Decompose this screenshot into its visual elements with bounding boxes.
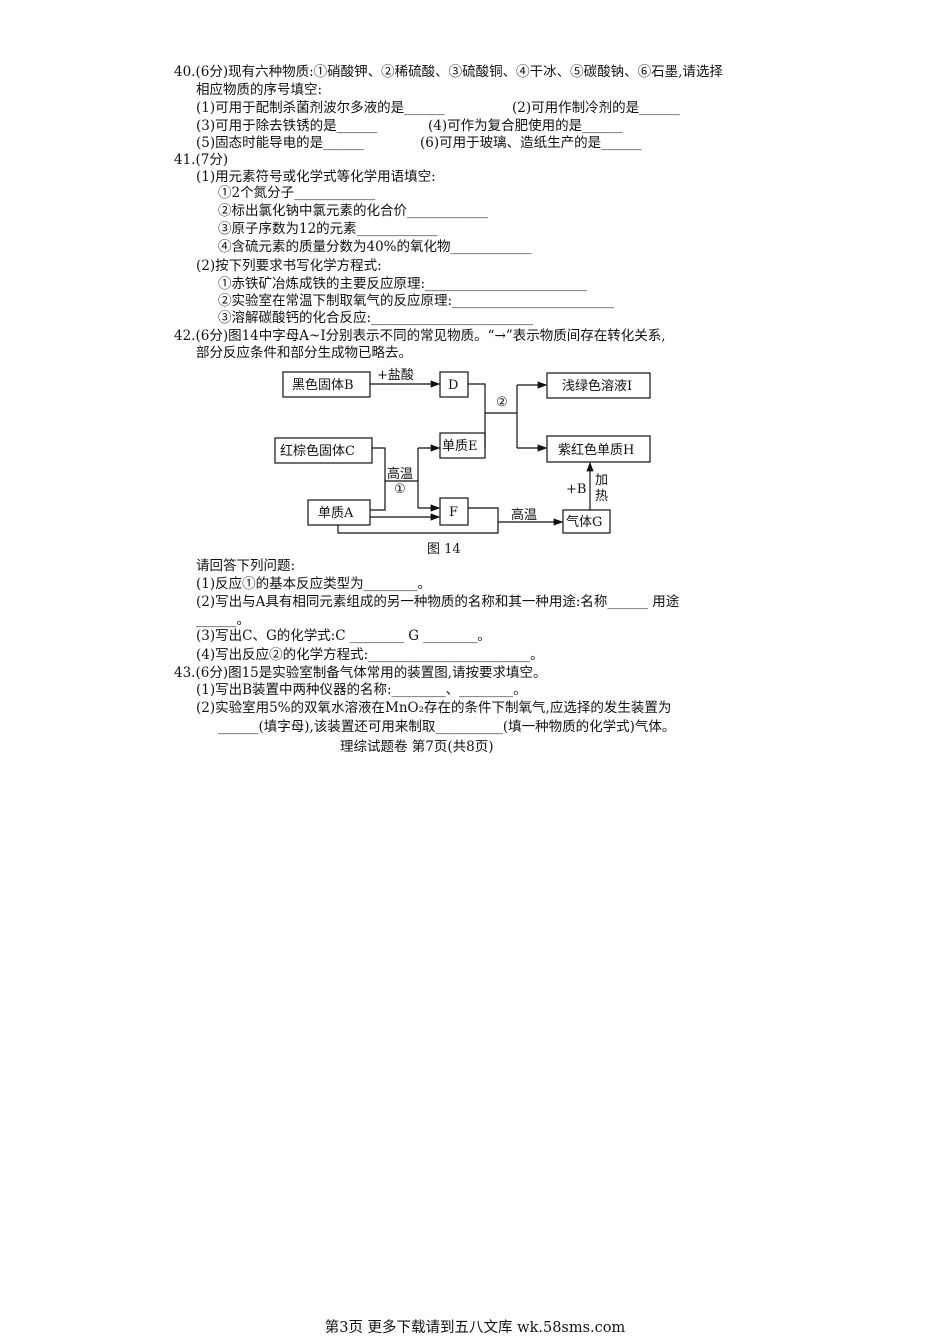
label-h: 紫红色单质H [558, 442, 634, 458]
q41-a1: ①2个氮分子____________ [218, 185, 376, 201]
figure-14-diagram: 黑色固体B D 浅绿色溶液I 红棕色固体C 单质E 紫红色单质H 单质A F 气… [274, 368, 651, 557]
q42-s4: (4)写出反应②的化学方程式:________________________。 [196, 647, 544, 663]
q41-b3: ③溶解碳酸钙的化合反应:________________________ [218, 310, 534, 326]
q42-s3: (3)写出C、G的化学式:C ________ G ________。 [196, 628, 491, 644]
label-g: 气体G [566, 514, 602, 530]
label-f: F [449, 505, 458, 520]
q42-ask: 请回答下列问题: [196, 558, 296, 574]
label-e: 单质E [442, 439, 478, 454]
q42-title2: 部分反应条件和部分生成物已略去。 [196, 345, 412, 361]
q41-a4: ④含硫元素的质量分数为40%的氧化物____________ [218, 239, 532, 255]
q41-b1: ①赤铁矿冶炼成铁的主要反应原理:________________________ [218, 276, 588, 292]
label-reaction-1: ① [394, 482, 406, 497]
q43-s2b: ______(填字母),该装置还可用来制取__________(填一种物质的化学… [218, 719, 676, 735]
q41-b2: ②实验室在常温下制取氧气的反应原理:______________________… [218, 293, 615, 309]
q40-2: (2)可用作制冷剂的是______ [512, 100, 680, 116]
q40-5: (5)固态时能导电的是______ [196, 135, 364, 151]
q40-title2: 相应物质的序号填空: [196, 82, 323, 98]
label-heat-1: 加 [595, 473, 608, 488]
q40-4: (4)可作为复合肥使用的是______ [428, 118, 623, 134]
q40-title: 40.(6分)现有六种物质:①硝酸钾、②稀硫酸、③硫酸铜、④干冰、⑤碳酸钠、⑥石… [174, 64, 723, 80]
label-high-temp-1: 高温 [387, 466, 413, 482]
page-footer: 理综试题卷 第7页(共8页) [340, 739, 494, 755]
q43-title: 43.(6分)图15是实验室制备气体常用的装置图,请按要求填空。 [174, 665, 547, 681]
q42-s2b: ______。 [196, 612, 250, 628]
q43-s2: (2)实验室用5%的双氧水溶液在MnO₂存在的条件下制氧气,应选择的发生装置为 [196, 700, 672, 716]
q42-s2: (2)写出与A具有相同元素组成的另一种物质的名称和其一种用途:名称______ … [196, 594, 680, 610]
download-footer: 第3页 更多下载请到五八文库 wk.58sms.com [324, 1320, 626, 1336]
q41-p2: (2)按下列要求书写化学方程式: [196, 258, 382, 274]
q40-6: (6)可用于玻璃、造纸生产的是______ [420, 135, 642, 151]
q41-p1: (1)用元素符号或化学式等化学用语填空: [196, 169, 436, 185]
label-b: 黑色固体B [292, 377, 354, 393]
label-a: 单质A [318, 506, 354, 521]
label-plus-b: +B [566, 482, 586, 497]
q42-s1: (1)反应①的基本反应类型为________。 [196, 576, 432, 592]
q42-title: 42.(6分)图14中字母A~I分别表示不同的常见物质。“→”表示物质间存在转化… [174, 328, 666, 344]
label-i: 浅绿色溶液I [562, 378, 632, 394]
q41-a3: ③原子序数为12的元素____________ [218, 221, 438, 237]
figure-caption: 图 14 [427, 542, 461, 557]
box-a [307, 499, 371, 526]
label-hcl: +盐酸 [377, 368, 414, 383]
label-d: D [448, 378, 458, 393]
label-heat-2: 热 [595, 489, 608, 504]
q40-1: (1)可用于配制杀菌剂波尔多液的是______ [196, 100, 445, 116]
box-c [274, 437, 373, 464]
q41-title: 41.(7分) [174, 152, 229, 168]
q43-s1: (1)写出B装置中两种仪器的名称:________、________。 [196, 682, 527, 698]
q41-a2: ②标出氯化钠中氯元素的化合价____________ [218, 203, 488, 219]
q40-3: (3)可用于除去铁锈的是______ [196, 118, 378, 134]
label-high-temp-2: 高温 [511, 507, 537, 523]
label-reaction-2: ② [496, 395, 508, 410]
label-c: 红棕色固体C [280, 443, 355, 459]
